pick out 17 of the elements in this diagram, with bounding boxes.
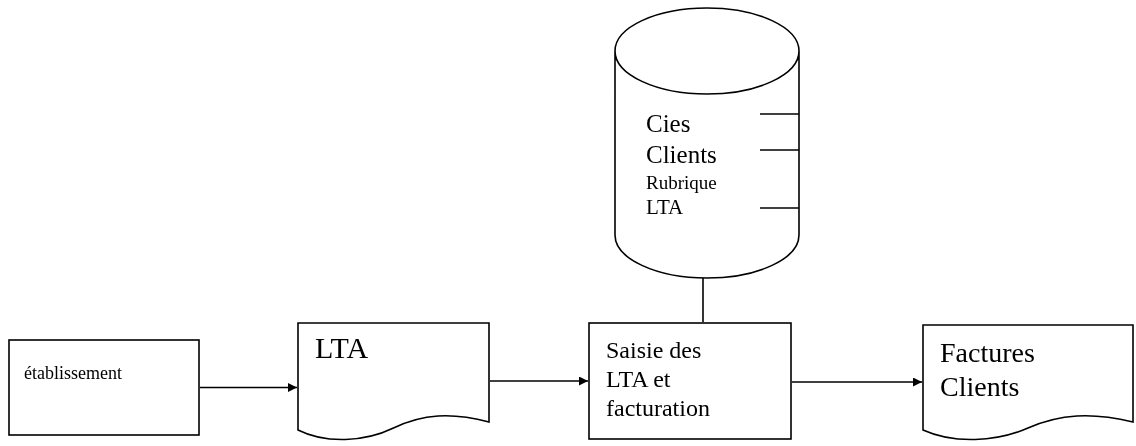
database-cylinder <box>614 8 800 278</box>
arrow <box>791 377 923 387</box>
node-label: LTA <box>315 330 369 366</box>
arrow <box>199 383 298 392</box>
node-label: Factures Clients <box>940 336 1036 404</box>
field-name: LTA <box>646 194 684 221</box>
node-label: Saisie des LTA et facturation <box>606 336 711 423</box>
connector-line <box>702 277 704 323</box>
field-name: Clients <box>646 140 717 171</box>
field-name: Rubrique <box>646 170 717 195</box>
process-box <box>588 322 792 440</box>
arrow <box>489 376 589 386</box>
field-name: Cies <box>646 109 691 139</box>
document-shape <box>297 322 490 442</box>
node-label: établissement <box>24 363 122 385</box>
process-box <box>8 339 200 436</box>
document-shape <box>922 324 1134 442</box>
